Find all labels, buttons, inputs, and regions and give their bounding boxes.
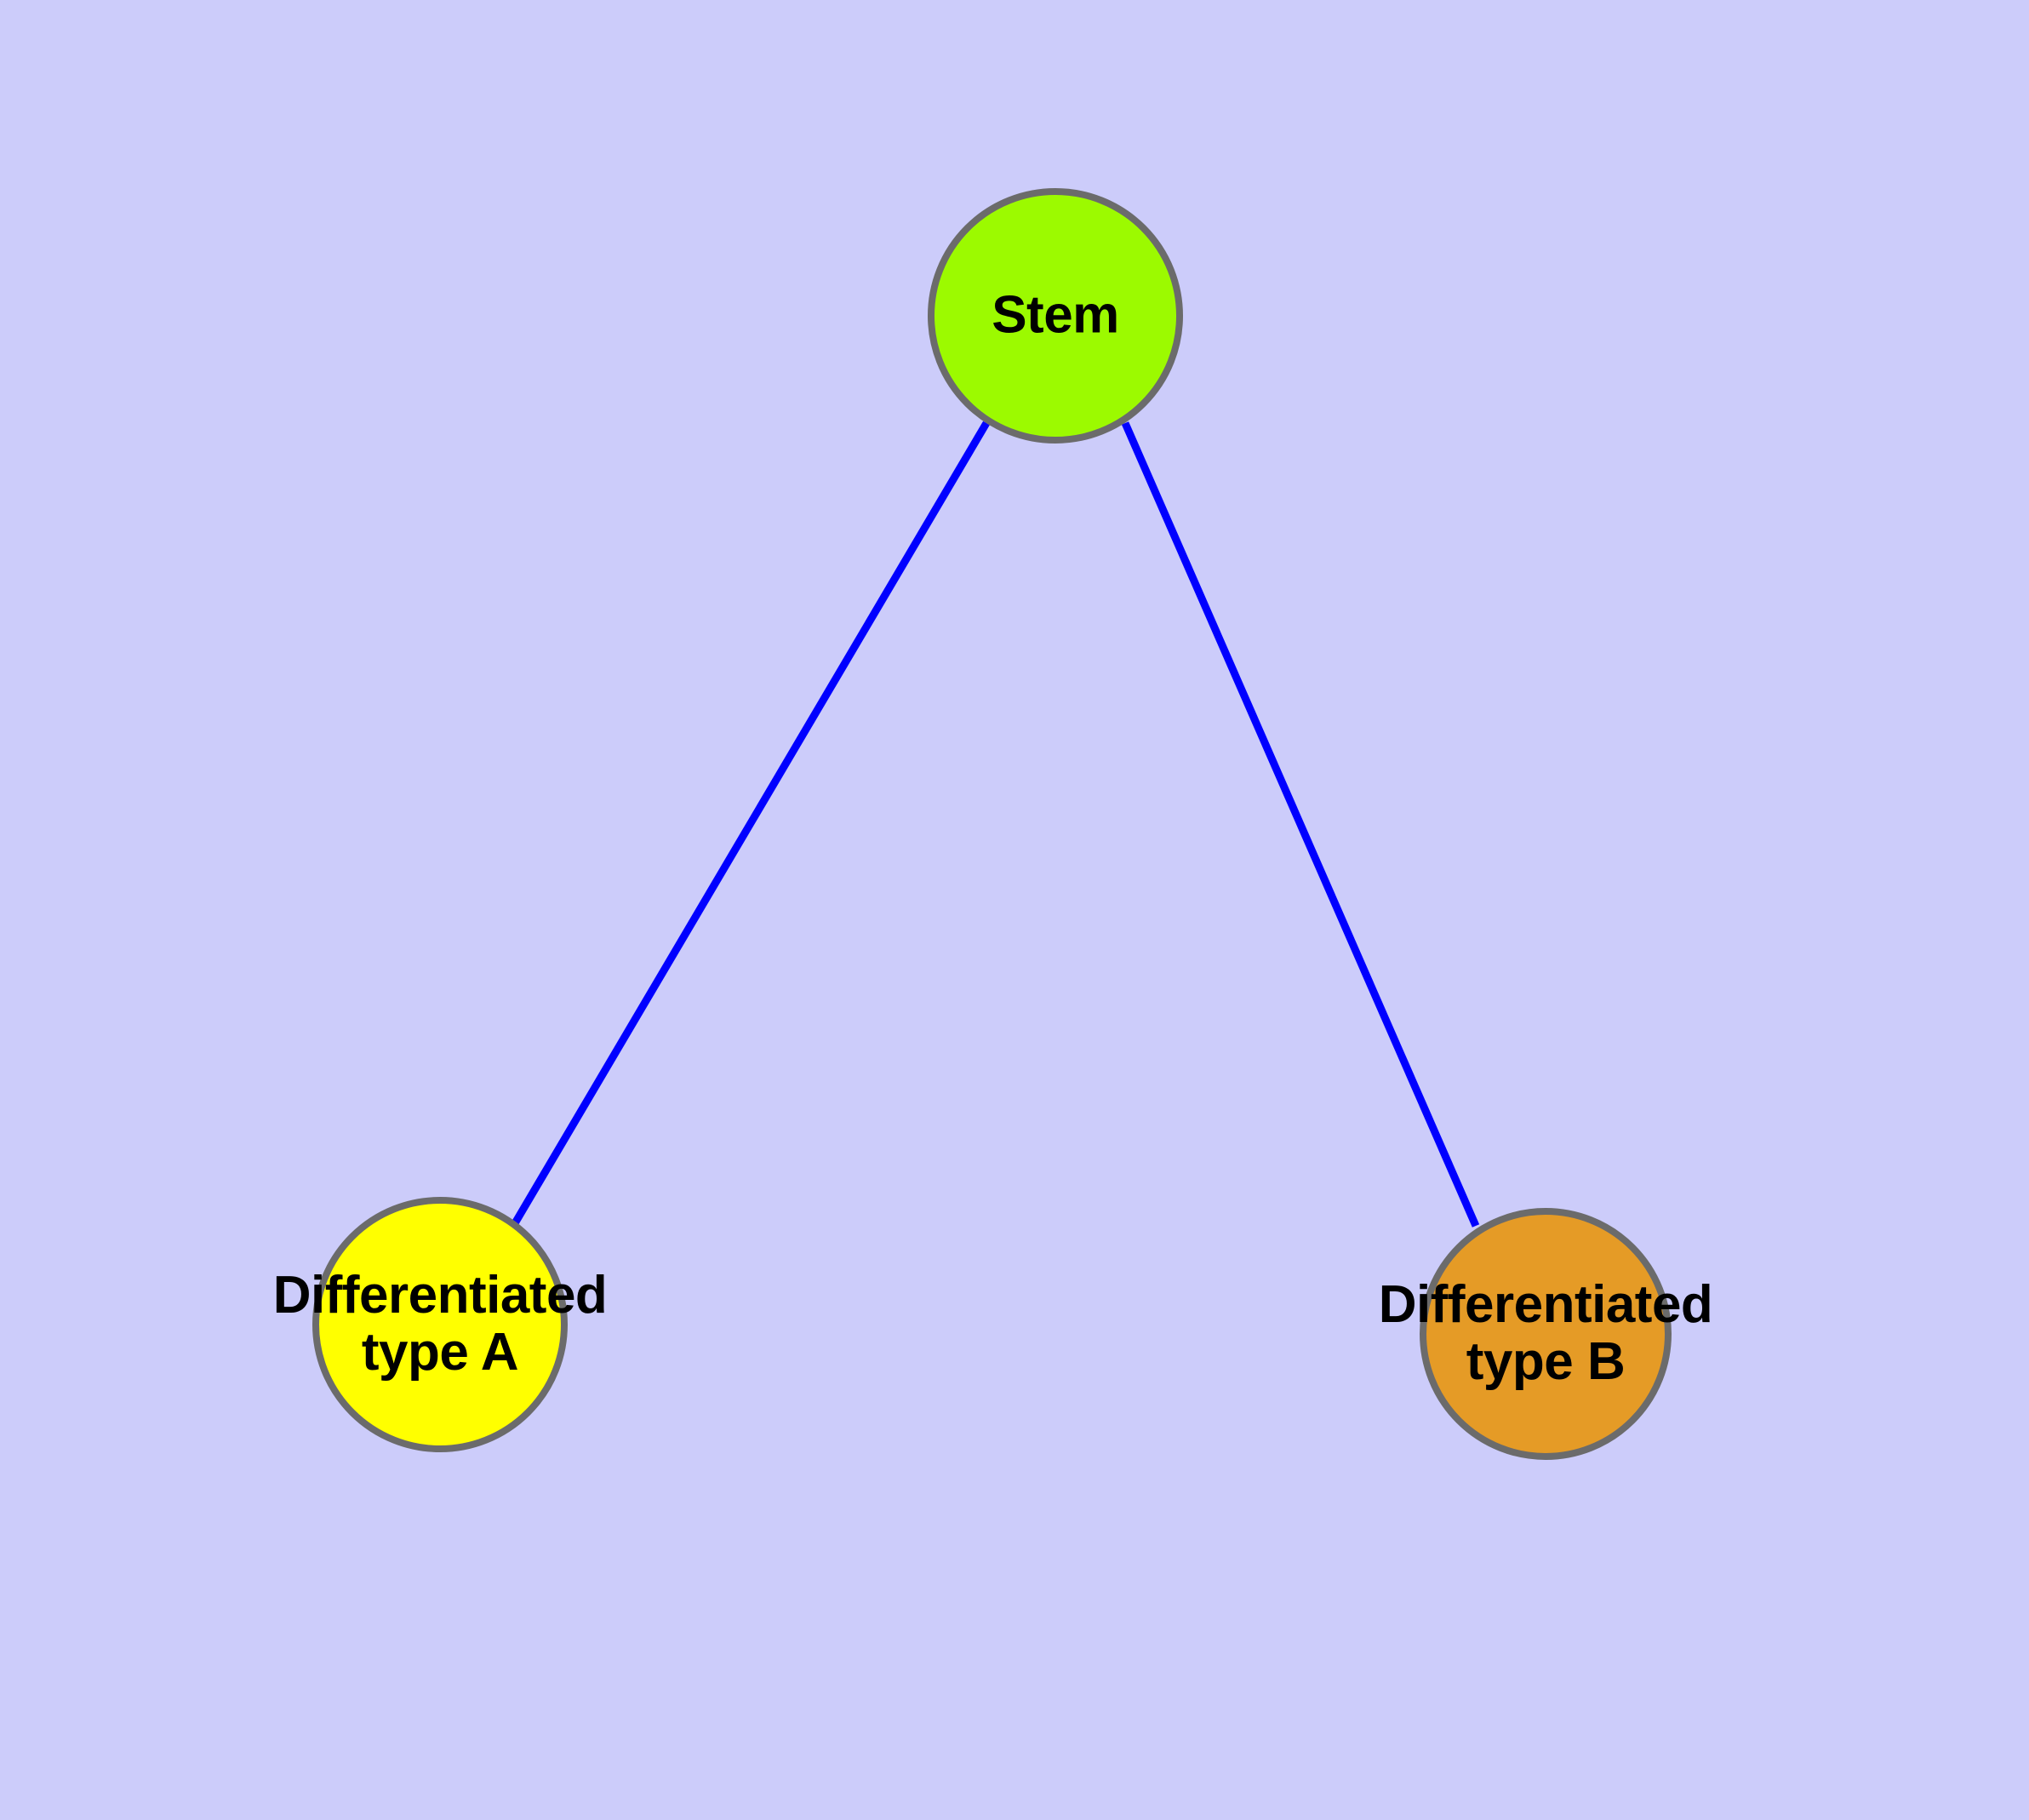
graph-node-stem[interactable] (928, 188, 1183, 444)
graph-node-diff_b[interactable] (1420, 1208, 1672, 1460)
graph-edge-stem-to-diff_a[interactable] (512, 421, 990, 1226)
graph-edge-stem-to-diff_b[interactable] (1121, 421, 1480, 1228)
graph-node-diff_a[interactable] (312, 1197, 568, 1452)
edges-group (512, 421, 1480, 1228)
nodes-group (312, 188, 1672, 1460)
